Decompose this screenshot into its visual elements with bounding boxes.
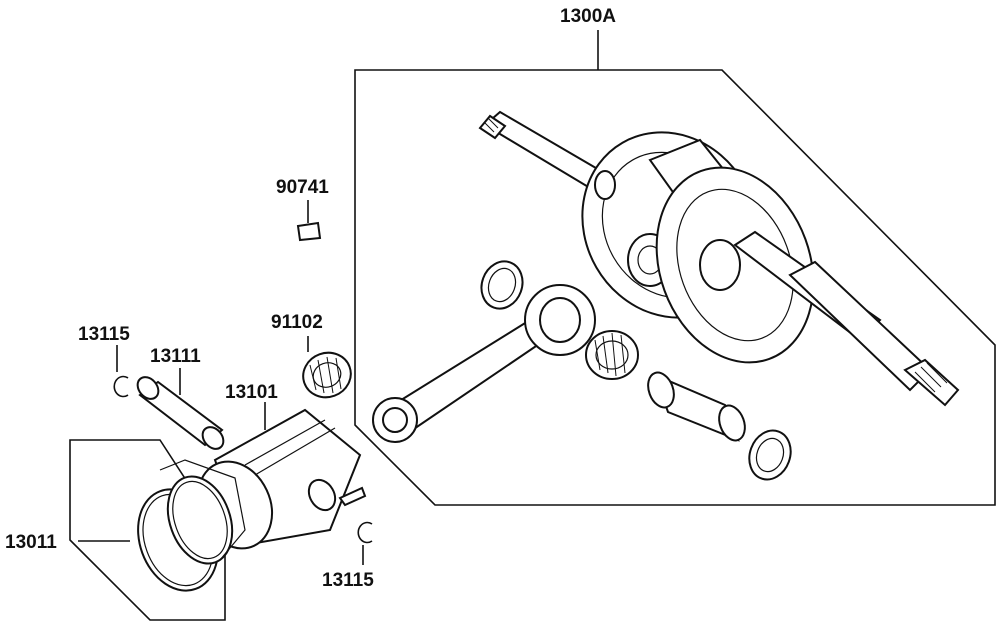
label-13101: 13101	[225, 382, 278, 403]
label-13115-lower: 13115	[322, 570, 374, 591]
piston-pin	[136, 368, 225, 450]
crank-pin	[647, 371, 746, 442]
label-13115-upper: 13115	[78, 324, 130, 345]
connecting-rod	[372, 284, 596, 443]
big-end-bearing	[585, 330, 639, 380]
circlip-lower	[357, 521, 373, 565]
circlip-upper	[113, 345, 129, 398]
label-13011: 13011	[5, 532, 57, 553]
small-end-bearing	[302, 336, 352, 399]
label-1300A: 1300A	[560, 6, 616, 27]
woodruff-key	[296, 200, 322, 242]
label-13111: 13111	[150, 346, 201, 367]
label-91102: 91102	[271, 312, 323, 333]
label-90741: 90741	[276, 177, 329, 198]
piston-ring-set	[69, 439, 246, 621]
crankshaft	[478, 110, 960, 407]
thrust-washer-bottom	[748, 429, 792, 481]
crankshaft-group-frame	[354, 69, 996, 506]
thrust-washer-top	[480, 260, 524, 310]
